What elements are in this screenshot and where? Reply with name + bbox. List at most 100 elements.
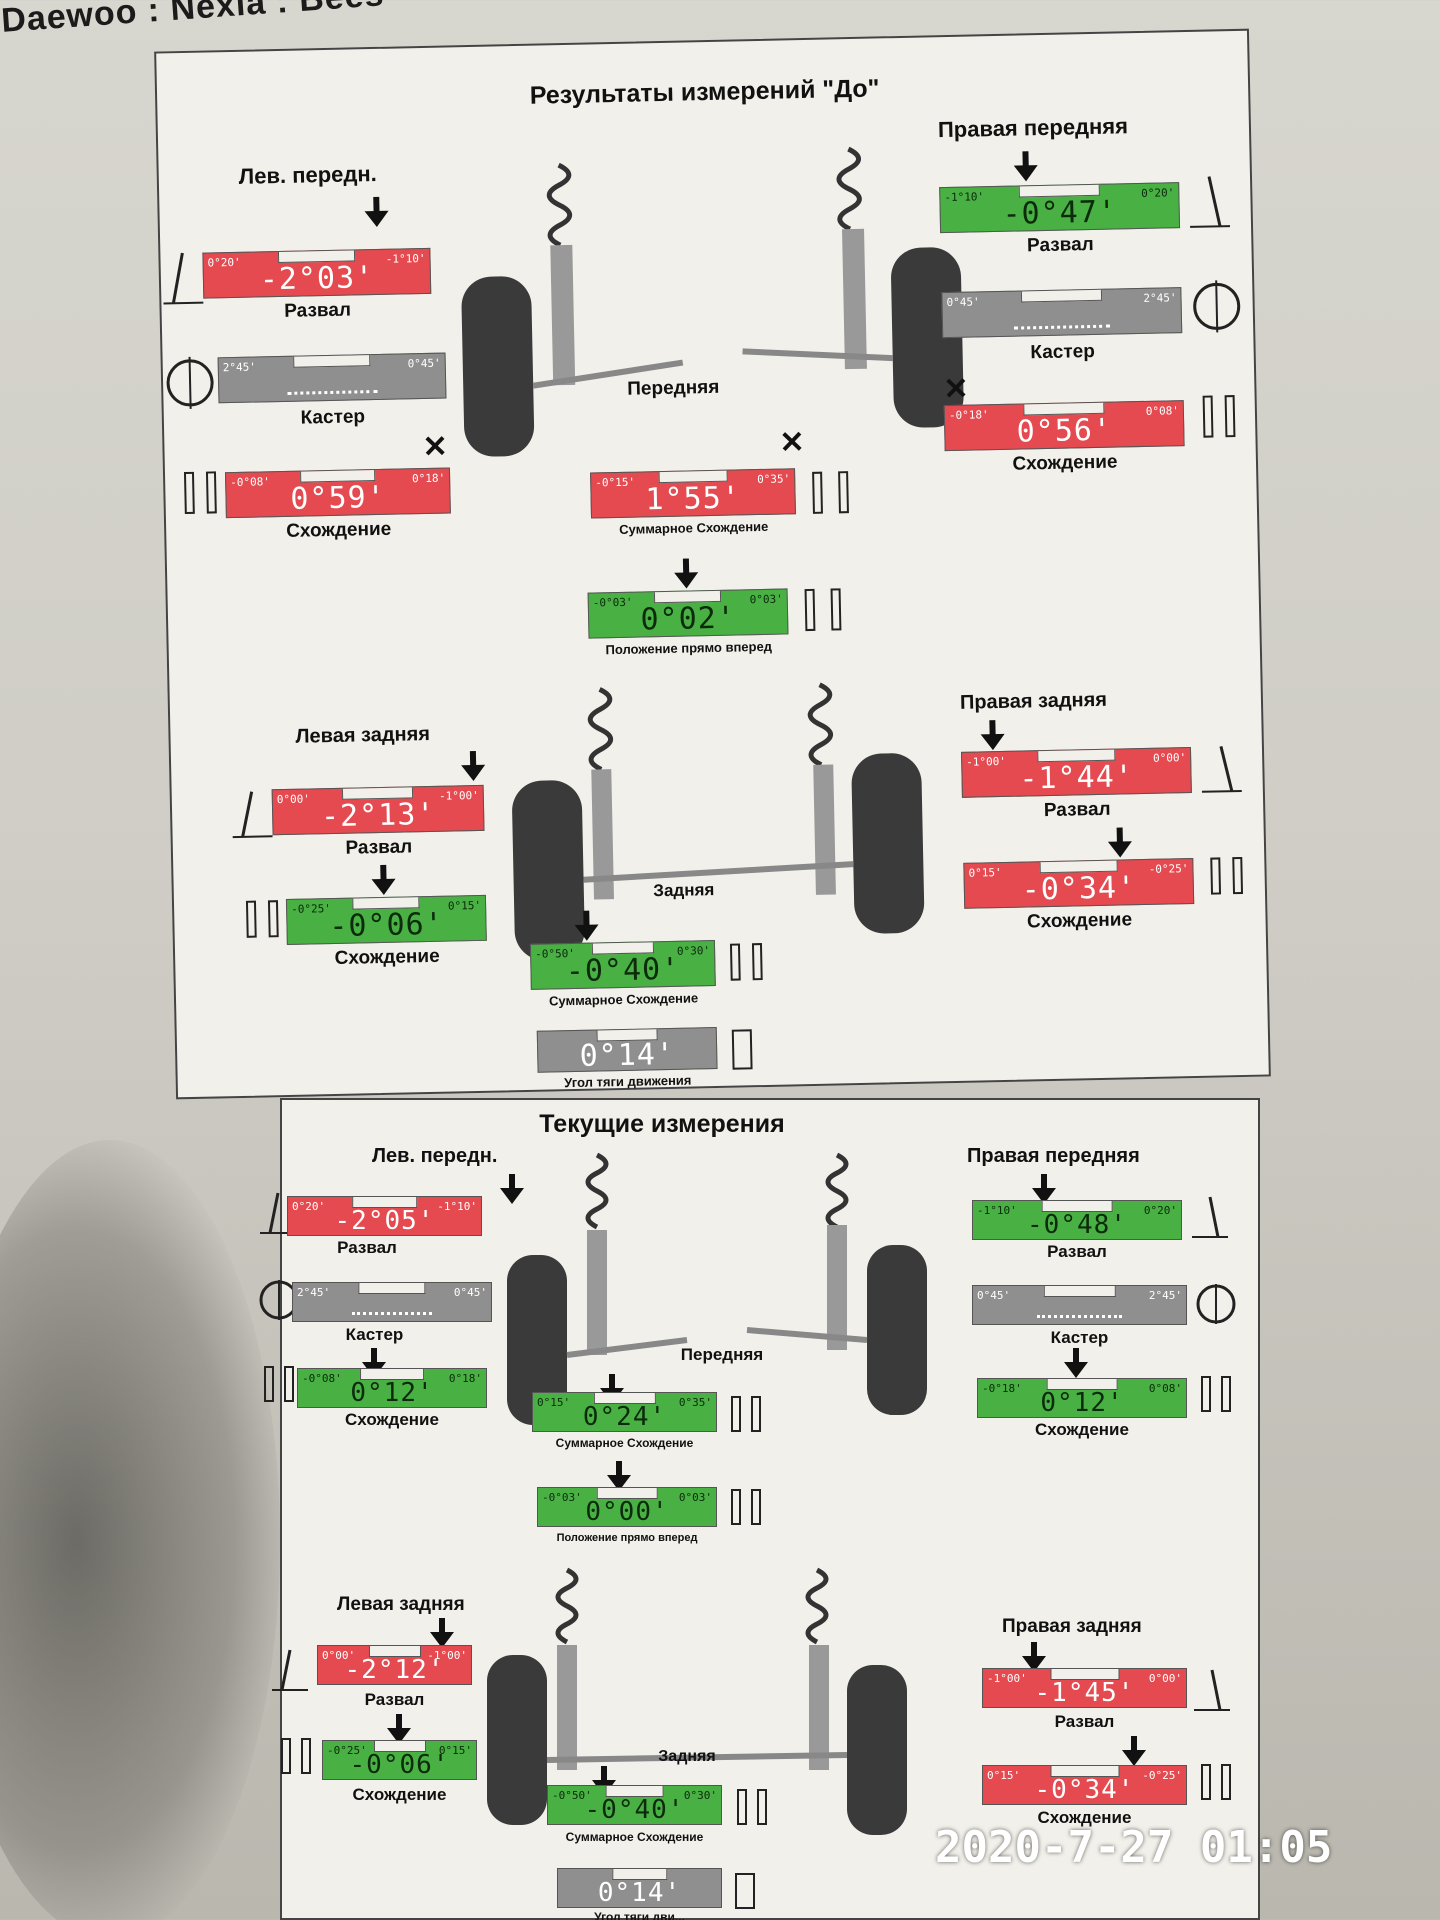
arrow-icon — [674, 572, 699, 589]
arrow-icon — [364, 210, 389, 228]
panel-title: Результаты измерений "До" — [529, 74, 880, 110]
photo-timestamp: 2020-7-27 01:05 — [935, 1822, 1333, 1873]
thrust-icon — [731, 1029, 753, 1070]
gauge-value: -0°48' — [1027, 1210, 1127, 1240]
right-front-toe-gauge: -0°18'0°08'0°56' — [943, 400, 1185, 452]
front-total-toe-gauge: -0°15'0°35'1°55' — [590, 468, 796, 519]
document-header: Daewoo : Nexia : Bees — [0, 0, 386, 40]
gauge-value: -0°47' — [1002, 193, 1118, 232]
camber-label: Развал — [345, 836, 413, 859]
camber-label: Развал — [1047, 1242, 1107, 1261]
right-rear-toe-gauge: 0°15'-0°25'-0°34' — [982, 1765, 1187, 1805]
total-toe-label: Суммарное Схождение — [565, 1830, 704, 1844]
gauge-value: 0°02' — [640, 600, 737, 638]
right-rear-camber-gauge: -1°00'0°00'-1°44' — [960, 747, 1192, 798]
toe-wheel-icon — [1201, 1764, 1231, 1800]
rear-total-toe-gauge: -0°50'0°30'-0°40' — [547, 1785, 722, 1825]
left-front-caster-gauge: 2°45'0°45' — [217, 352, 447, 404]
gauge-value: -0°06' — [349, 1750, 450, 1780]
right-rear-camber-gauge: -1°00'0°00'-1°45' — [982, 1668, 1187, 1708]
total-toe-label: Суммарное Схождение — [555, 1436, 694, 1450]
right-front-camber-gauge: -1°10'0°20'-0°47' — [939, 182, 1181, 234]
left-front-camber-gauge: 0°20'-1°10'-2°03' — [202, 247, 432, 299]
gauge-value: 0°12' — [1040, 1388, 1124, 1418]
gauge-value: -0°06' — [328, 906, 445, 944]
camber-wheel-icon — [1201, 746, 1242, 793]
front-suspension-icon — [507, 1152, 927, 1425]
right-rear-toe-gauge: 0°15'-0°25'-0°34' — [963, 857, 1195, 909]
camber-wheel-icon — [1192, 1196, 1228, 1238]
camber-wheel-icon — [1190, 176, 1231, 228]
toe-wheel-icon — [812, 471, 849, 514]
rear-axle-label: Задняя — [653, 880, 715, 901]
total-toe-label: Суммарное Схождение — [548, 990, 699, 1009]
arrow-icon — [371, 878, 396, 896]
toe-wheel-icon — [281, 1738, 311, 1774]
gauge-value: 0°59' — [290, 479, 387, 517]
left-front-label: Лев. передн. — [372, 1145, 498, 1167]
caster-wheel-icon — [1193, 280, 1241, 333]
gauge-value: -1°44' — [1019, 758, 1135, 797]
gauge-value: -2°13' — [320, 796, 436, 834]
toe-label: Схождение — [334, 945, 440, 969]
toe-wheel-icon — [1210, 856, 1244, 895]
toe-label: Схождение — [1037, 1808, 1132, 1827]
thrust-angle-gauge: 0°14' — [536, 1027, 718, 1073]
right-rear-label: Правая задняя — [1002, 1616, 1142, 1637]
front-suspension-icon — [461, 146, 964, 457]
camber-label: Развал — [364, 1690, 425, 1709]
camber-label: Развал — [1043, 798, 1111, 822]
gauge-value: 0°14' — [579, 1036, 676, 1073]
gauge-value: 0°56' — [1016, 412, 1113, 450]
arrow-icon — [500, 1174, 524, 1204]
straight-ahead-label: Положение прямо вперед — [605, 638, 773, 658]
caster-label: Кастер — [1050, 1328, 1109, 1347]
arrow-icon — [980, 733, 1005, 751]
toe-wheel-icon — [737, 1789, 767, 1825]
toe-label: Схождение — [1035, 1420, 1129, 1439]
camber-label: Развал — [1026, 233, 1094, 257]
camber-label: Развал — [284, 299, 352, 322]
camber-wheel-icon — [163, 252, 204, 305]
left-front-caster-gauge: 2°45'0°45' — [292, 1282, 492, 1322]
out-of-range-icon: ✕ — [779, 426, 805, 460]
right-front-caster-gauge: 0°45'2°45' — [972, 1285, 1187, 1325]
left-rear-toe-gauge: -0°25'0°15'-0°06' — [322, 1740, 477, 1780]
gauge-value: -0°34' — [1034, 1775, 1135, 1805]
left-rear-label: Левая задняя — [295, 722, 431, 748]
before-measurements-panel: Результаты измерений "До" Лев. передн. 0… — [154, 28, 1271, 1100]
right-rear-label: Правая задняя — [959, 688, 1108, 714]
toe-label: Схождение — [1012, 451, 1118, 475]
rear-suspension-icon — [487, 1567, 907, 1835]
arrow-icon — [574, 924, 599, 941]
arrow-icon — [1122, 1736, 1146, 1766]
straight-ahead-gauge: -0°03'0°03'0°02' — [587, 588, 789, 639]
right-front-camber-gauge: -1°10'0°20'-0°48' — [972, 1200, 1182, 1240]
gauge-value: -2°05' — [334, 1206, 435, 1236]
camber-wheel-icon — [272, 1649, 308, 1691]
left-front-toe-gauge: -0°08'0°18'0°59' — [224, 467, 451, 519]
total-toe-label: Суммарное Схождение — [619, 518, 769, 537]
front-axle-label: Передняя — [680, 1345, 764, 1364]
gauge-value: -2°03' — [259, 259, 375, 297]
camber-label: Развал — [337, 1238, 397, 1257]
thrust-angle-gauge: 0°14' — [557, 1868, 722, 1908]
gauge-value: 0°24' — [582, 1402, 667, 1432]
gauge-value: 0°14' — [597, 1878, 682, 1908]
left-rear-toe-gauge: -0°25'0°15'-0°06' — [285, 894, 487, 945]
straight-ahead-gauge: -0°03'0°03'0°00' — [537, 1487, 717, 1527]
camber-wheel-icon — [1194, 1669, 1230, 1711]
rear-suspension-icon — [512, 682, 925, 961]
steering-wheel-icon — [804, 588, 842, 632]
toe-label: Схождение — [352, 1785, 447, 1804]
left-front-camber-gauge: 0°20'-1°10'-2°05' — [287, 1196, 482, 1236]
gauge-value: -0°40' — [565, 951, 681, 989]
thrust-angle-label: Угол тяги движения — [564, 1072, 692, 1091]
left-rear-label: Левая задняя — [337, 1594, 465, 1615]
toe-wheel-icon — [1202, 395, 1236, 438]
arrow-icon — [1064, 1348, 1088, 1378]
toe-wheel-icon — [264, 1366, 294, 1402]
out-of-range-icon: ✕ — [422, 430, 448, 465]
arrow-icon — [1107, 841, 1133, 858]
arrow-icon — [461, 764, 486, 782]
